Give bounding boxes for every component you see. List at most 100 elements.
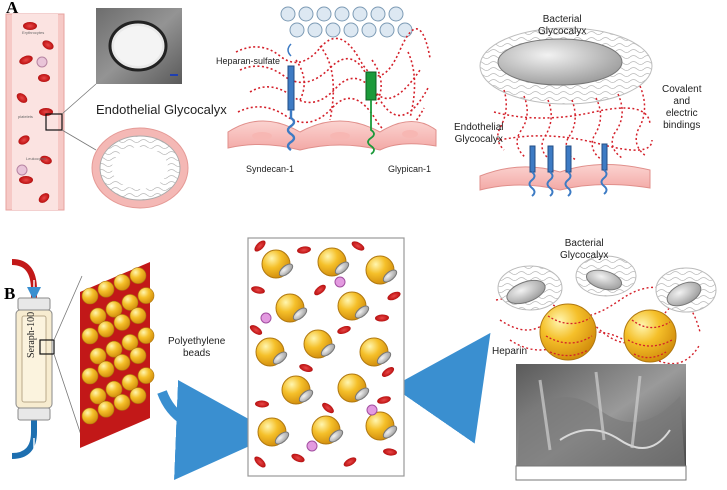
bead xyxy=(89,347,107,365)
bead-1 xyxy=(539,303,597,361)
red-blood-cell xyxy=(255,400,269,408)
red-blood-cell xyxy=(343,457,357,467)
bead xyxy=(113,394,131,411)
bacterium xyxy=(274,431,290,445)
bead xyxy=(121,294,139,311)
bacterium xyxy=(292,307,308,321)
tem-micrograph xyxy=(96,8,182,84)
seraph-device xyxy=(11,259,55,459)
zoom-box xyxy=(45,113,63,131)
red-blood-cell xyxy=(251,286,265,294)
polyethylene-beads-label: Polyethylene beads xyxy=(168,336,225,360)
bead xyxy=(129,307,147,324)
blood-vessel xyxy=(5,13,65,211)
covalent-line3: electric xyxy=(665,108,698,119)
bacterium xyxy=(328,429,344,443)
bead xyxy=(137,367,155,384)
bead-mixture-frame xyxy=(247,237,405,477)
bead xyxy=(89,307,107,325)
label-leukocytes: Leukocytes xyxy=(26,156,47,161)
panel-label-b: B xyxy=(4,284,16,303)
red-blood-cell xyxy=(383,448,397,456)
endothelial-line1: Endothelial xyxy=(454,122,504,133)
red-blood-cell xyxy=(387,291,401,301)
label-platelets: platelets xyxy=(18,114,33,119)
negative-charges xyxy=(280,6,413,38)
bead xyxy=(97,360,115,378)
red-blood-cell xyxy=(297,246,311,254)
heparin-label: Heparin xyxy=(492,346,528,357)
bead xyxy=(105,380,123,398)
heparin-binding-diagram xyxy=(495,255,717,365)
leukocyte xyxy=(260,312,272,324)
seraph-label: Seraph-100 xyxy=(26,311,37,358)
bead xyxy=(137,327,155,344)
bead xyxy=(81,407,99,425)
bacterial-glycocalyx-label-b: Bacterial Glycocalyx xyxy=(560,238,608,262)
bead xyxy=(97,400,115,418)
leukocyte xyxy=(306,440,318,452)
red-blood-cell xyxy=(249,325,263,335)
bead xyxy=(121,334,139,351)
bacterium xyxy=(382,425,398,439)
bead-sheet xyxy=(80,262,155,448)
bacterium xyxy=(272,351,288,365)
red-blood-cells xyxy=(16,22,54,203)
heparan-sulfate-label: Heparan-sulfate xyxy=(216,56,281,66)
bacterium xyxy=(376,351,392,365)
bacterium xyxy=(354,305,370,319)
bead xyxy=(129,387,147,404)
red-blood-cell xyxy=(254,456,266,468)
red-blood-cell xyxy=(314,284,326,296)
red-blood-cell xyxy=(377,396,391,404)
beads-line1: Polyethylene xyxy=(168,336,226,347)
bead xyxy=(89,387,107,405)
leukocyte-cell xyxy=(36,56,48,68)
bacterial-glycocalyx-label-a: Bacterial Glycocalyx xyxy=(538,14,586,38)
red-blood-cell xyxy=(299,364,313,372)
bead xyxy=(81,327,99,345)
bacterium xyxy=(334,261,350,275)
bead xyxy=(137,287,155,304)
bead xyxy=(121,374,139,391)
bacterium xyxy=(382,269,398,283)
red-blood-cell xyxy=(254,240,266,252)
covalent-line2: and xyxy=(673,96,691,107)
bead-2 xyxy=(623,309,677,363)
covalent-line1: Covalent xyxy=(662,84,702,95)
glypican-label: Glypican-1 xyxy=(388,164,432,174)
endothelial-line2: Glycocalyx xyxy=(454,134,503,145)
glypican-protein xyxy=(365,71,377,155)
bacterial-label-b-line1: Bacterial xyxy=(564,238,604,249)
leukocyte-cell-2 xyxy=(16,164,28,176)
leukocyte xyxy=(334,276,346,288)
red-blood-cell xyxy=(337,325,351,335)
red-blood-cell xyxy=(375,314,389,322)
bacterium xyxy=(354,387,370,401)
red-blood-cell xyxy=(381,367,395,377)
flow-arrow-1 xyxy=(157,380,276,480)
zoom-box-b xyxy=(39,339,55,355)
bead xyxy=(81,367,99,385)
red-blood-cell xyxy=(291,453,305,463)
endothelial-glycocalyx-label: Endothelial Glycocalyx xyxy=(96,102,227,117)
bacterium xyxy=(278,263,294,277)
covalent-line4: bindings xyxy=(663,120,701,131)
molecular-diagram xyxy=(227,6,437,155)
bead xyxy=(97,320,115,338)
bead xyxy=(113,354,131,371)
glycocalyx-ring xyxy=(91,127,189,209)
label-erythrocytes: Erythrocytes xyxy=(22,30,45,35)
red-blood-cell xyxy=(351,241,365,251)
sem-micrograph xyxy=(515,364,687,481)
bacterial-label-line2: Glycocalyx xyxy=(538,26,587,37)
bead xyxy=(81,287,99,305)
covalent-binding-label: Covalent and electric bindings xyxy=(662,84,701,132)
bacterial-label-line1: Bacterial xyxy=(542,14,582,25)
endothelial-glycocalyx-label-b: Endothelial Glycocalyx xyxy=(454,122,503,146)
bead xyxy=(105,300,123,318)
bacterium xyxy=(320,343,336,357)
bead xyxy=(113,314,131,331)
flow-arrow-2 xyxy=(392,332,491,444)
bacterium xyxy=(298,389,314,403)
